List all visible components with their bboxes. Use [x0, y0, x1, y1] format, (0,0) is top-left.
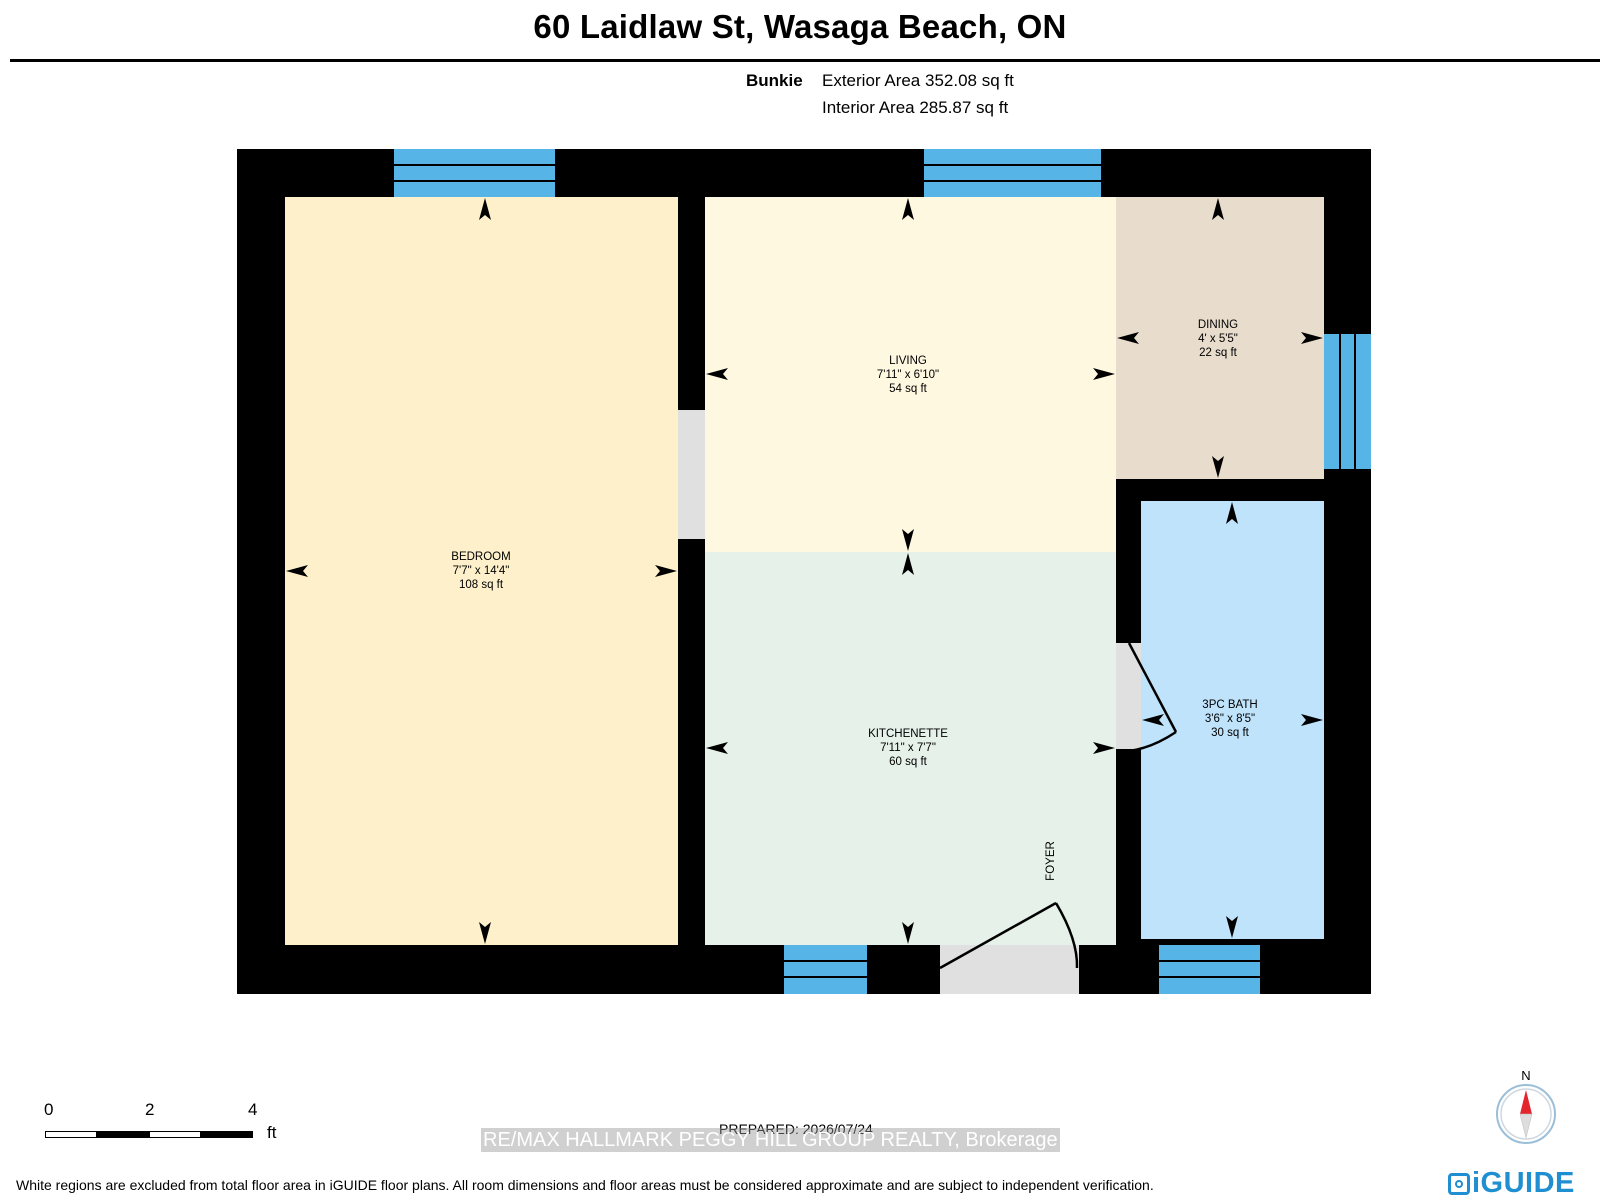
arrow-up-icon [1226, 502, 1238, 524]
scale-label-4: 4 [248, 1100, 258, 1119]
compass-needle-south-icon [1519, 1113, 1533, 1139]
window-top-left [394, 149, 555, 197]
scale-segment [149, 1131, 201, 1138]
arrow-down-icon [902, 529, 914, 551]
scale-unit: ft [267, 1123, 277, 1142]
title-divider [10, 59, 1600, 62]
iguide-logo-icon [1448, 1173, 1470, 1195]
svg-text:LIVING: LIVING [889, 355, 927, 367]
arrow-right-icon [1093, 742, 1115, 754]
exterior-area: Exterior Area 352.08 sq ft [822, 71, 1014, 90]
room-label-kitchenette: KITCHENETTE 7'11" x 7'7" 60 sq ft [868, 728, 948, 768]
page-title: 60 Laidlaw St, Wasaga Beach, ON [533, 8, 1067, 45]
bath-door-swing [1127, 642, 1178, 753]
arrow-right-icon [1301, 714, 1323, 726]
svg-text:108 sq ft: 108 sq ft [459, 579, 504, 591]
svg-text:54 sq ft: 54 sq ft [889, 383, 928, 395]
svg-text:30 sq ft: 30 sq ft [1211, 727, 1250, 739]
arrow-down-icon [1212, 456, 1224, 478]
svg-text:4' x 5'5": 4' x 5'5" [1198, 333, 1238, 345]
compass: N [1495, 1066, 1557, 1146]
arrow-right-icon [1093, 368, 1115, 380]
entry-door-swing [939, 901, 1079, 970]
svg-text:3PC BATH: 3PC BATH [1202, 699, 1257, 711]
bedroom-floor [285, 197, 678, 945]
arrow-left-icon [286, 565, 308, 577]
svg-text:7'7" x 14'4": 7'7" x 14'4" [453, 565, 510, 577]
living-floor [705, 197, 1116, 552]
bath-floor [1141, 501, 1324, 939]
arrow-up-icon [479, 198, 491, 220]
arrow-left-icon [706, 742, 728, 754]
scale-segment [45, 1131, 97, 1138]
scale-segment [201, 1131, 253, 1138]
entry-doorway [940, 945, 1079, 994]
measure-arrows [286, 198, 1323, 944]
arrow-left-icon [1142, 714, 1164, 726]
arrow-up-icon [902, 553, 914, 575]
disclaimer: White regions are excluded from total fl… [16, 1177, 1154, 1193]
building-label: Bunkie [746, 71, 803, 90]
arrow-left-icon [706, 368, 728, 380]
svg-text:7'11" x 6'10": 7'11" x 6'10" [877, 369, 939, 381]
arrow-down-icon [479, 922, 491, 944]
room-label-dining: DINING 4' x 5'5" 22 sq ft [1198, 319, 1238, 359]
scale-segment [97, 1131, 149, 1138]
iguide-logo: iGUIDE [1448, 1167, 1575, 1200]
window-bottom-right [1159, 945, 1260, 994]
svg-text:KITCHENETTE: KITCHENETTE [868, 728, 948, 740]
dining-floor [1116, 197, 1324, 479]
room-label-bedroom: BEDROOM 7'7" x 14'4" 108 sq ft [451, 551, 510, 591]
svg-text:3'6" x 8'5": 3'6" x 8'5" [1205, 713, 1255, 725]
window-top-center [924, 149, 1101, 197]
svg-text:DINING: DINING [1198, 319, 1238, 331]
svg-text:60 sq ft: 60 sq ft [889, 756, 928, 768]
room-label-foyer: FOYER [1045, 841, 1057, 881]
arrow-up-icon [902, 198, 914, 220]
bedroom-doorway [678, 410, 705, 539]
arrow-left-icon [1117, 332, 1139, 344]
window-bottom-left [784, 945, 867, 994]
arrow-up-icon [1212, 198, 1224, 220]
window-right [1324, 334, 1371, 469]
scale-label-2: 2 [145, 1100, 155, 1119]
svg-text:7'11" x 7'7": 7'11" x 7'7" [880, 742, 936, 754]
interior-area: Interior Area 285.87 sq ft [822, 98, 1009, 117]
arrow-right-icon [1301, 332, 1323, 344]
room-label-bath: 3PC BATH 3'6" x 8'5" 30 sq ft [1202, 699, 1257, 739]
arrow-down-icon [1226, 916, 1238, 938]
prepared-date: PREPARED: 2026/07/24 [719, 1121, 873, 1137]
brokerage-watermark: RE/MAX HALLMARK PEGGY HILL GROUP REALTY,… [481, 1128, 1060, 1152]
compass-needle-north-icon [1520, 1090, 1532, 1114]
arrow-right-icon [655, 565, 677, 577]
bath-doorway [1116, 643, 1141, 749]
room-label-living: LIVING 7'11" x 6'10" 54 sq ft [877, 355, 939, 395]
scale-label-0: 0 [44, 1100, 54, 1119]
arrow-down-icon [902, 922, 914, 944]
kitchenette-floor [705, 552, 1116, 945]
compass-north-label: N [1521, 1068, 1530, 1083]
svg-text:22 sq ft: 22 sq ft [1199, 347, 1238, 359]
svg-text:BEDROOM: BEDROOM [451, 551, 510, 563]
